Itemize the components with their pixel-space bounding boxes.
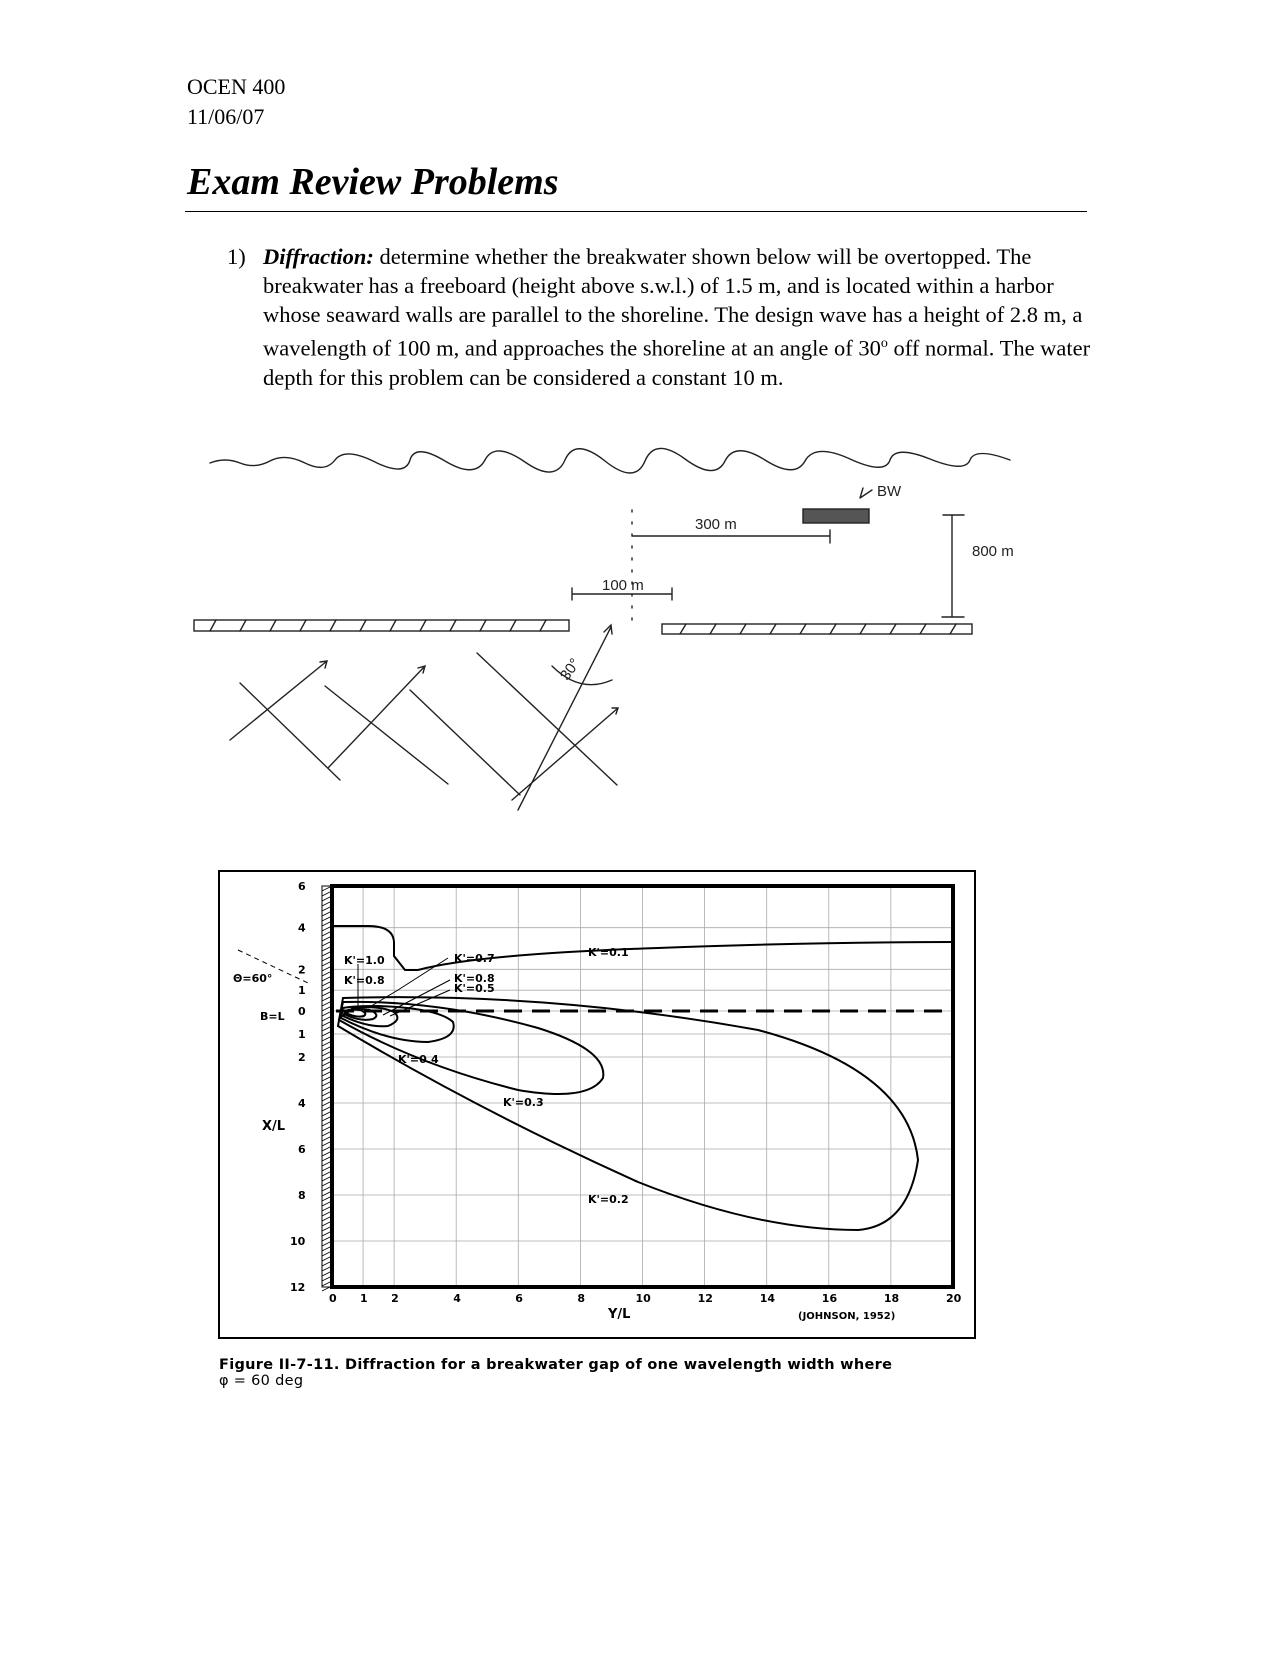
contour-k05 [341, 1006, 399, 1028]
problem-keyword: Diffraction: [263, 244, 374, 269]
shoreline [209, 447, 1011, 474]
page-title: Exam Review Problems [187, 161, 559, 203]
x-tick-label: 18 [884, 1292, 899, 1305]
x-tick-label: 12 [698, 1292, 713, 1305]
x-tick-label: 4 [453, 1292, 461, 1305]
x-tick-label: 2 [391, 1292, 399, 1305]
x-axis-label: Y/L [607, 1307, 630, 1322]
label-k04: K'=0.4 [398, 1053, 439, 1066]
x-tick-label: 20 [946, 1292, 962, 1305]
y-tick-label: 6 [298, 880, 306, 893]
x-tick-label: 16 [822, 1292, 838, 1305]
label-k08a: K'=0.8 [344, 974, 385, 987]
problem-text-b: off normal. The water depth for this pro… [263, 335, 1091, 390]
breakwater [802, 508, 870, 524]
x-tick-label: 6 [515, 1292, 523, 1305]
hatched-wall [321, 885, 333, 1288]
dist-100-label: 100 m [602, 577, 644, 594]
y-tick-label: 0 [298, 1005, 306, 1018]
seawall-right [661, 623, 973, 635]
label-k01: K'=0.1 [588, 946, 629, 959]
source-label: (JOHNSON, 1952) [798, 1311, 895, 1322]
dist-800-label: 800 m [972, 543, 1014, 560]
upper-breakwater [332, 925, 418, 971]
x-tick-label: 10 [636, 1292, 652, 1305]
label-k08b: K'=0.8 [454, 972, 495, 985]
problem-1: 1) Diffraction: determine whether the br… [227, 242, 1097, 392]
angle-label: 30° [557, 655, 584, 683]
x-tick-label: 8 [577, 1292, 585, 1305]
y-tick-label: 8 [298, 1189, 306, 1202]
caption-line-2: φ = 60 deg [219, 1373, 304, 1389]
y-tick-label: 4 [298, 922, 306, 935]
contour-k08 [344, 1008, 367, 1018]
y-tick-label: 1 [298, 1028, 306, 1041]
dist-300-label: 300 m [695, 516, 737, 533]
title-rule [185, 211, 1087, 212]
y-tick-label: 10 [290, 1235, 306, 1248]
figure-frame [218, 870, 976, 1339]
label-k05: K'=0.5 [454, 982, 495, 995]
problem-text-a: determine whether the breakwater shown b… [263, 244, 1083, 361]
document-date: 11/06/07 [187, 104, 265, 129]
degree-superscript: o [880, 336, 888, 351]
figure-caption: Figure II-7-11. Diffraction for a breakw… [219, 1357, 892, 1389]
y-tick-label: 12 [290, 1281, 305, 1294]
label-k03: K'=0.3 [503, 1096, 544, 1109]
b-label: B=L [260, 1010, 285, 1023]
contour-k01 [417, 941, 954, 971]
document-header: OCEN 400 11/06/07 [187, 72, 285, 132]
x-tick-label: 14 [760, 1292, 776, 1305]
seawall-left [193, 619, 570, 632]
y-tick-label: 4 [298, 1097, 306, 1110]
x-tick-label: 0 [329, 1292, 337, 1305]
y-tick-label: 1 [298, 984, 306, 997]
problem-number: 1) [227, 244, 246, 269]
y-tick-label: 2 [298, 963, 306, 976]
y-tick-label: 2 [298, 1051, 306, 1064]
y-axis-label: X/L [262, 1119, 285, 1134]
x-tick-label: 1 [360, 1292, 368, 1305]
label-k07: K'=0.7 [454, 952, 495, 965]
y-tick-label: 6 [298, 1143, 306, 1156]
course-code: OCEN 400 [187, 74, 286, 99]
caption-line-1: Figure II-7-11. Diffraction for a breakw… [219, 1357, 893, 1373]
harbor-sketch: BW 300 m 800 m 100 m 30° [193, 447, 1014, 811]
contour-k03 [337, 1000, 605, 1095]
label-k10: K'=1.0 [344, 954, 385, 967]
bw-label: BW [877, 483, 902, 500]
problem-text: Diffraction: determine whether the break… [263, 242, 1097, 392]
contour-k02 [336, 996, 920, 1232]
theta-label: Θ=60° [233, 972, 272, 985]
label-k02: K'=0.2 [588, 1193, 629, 1206]
